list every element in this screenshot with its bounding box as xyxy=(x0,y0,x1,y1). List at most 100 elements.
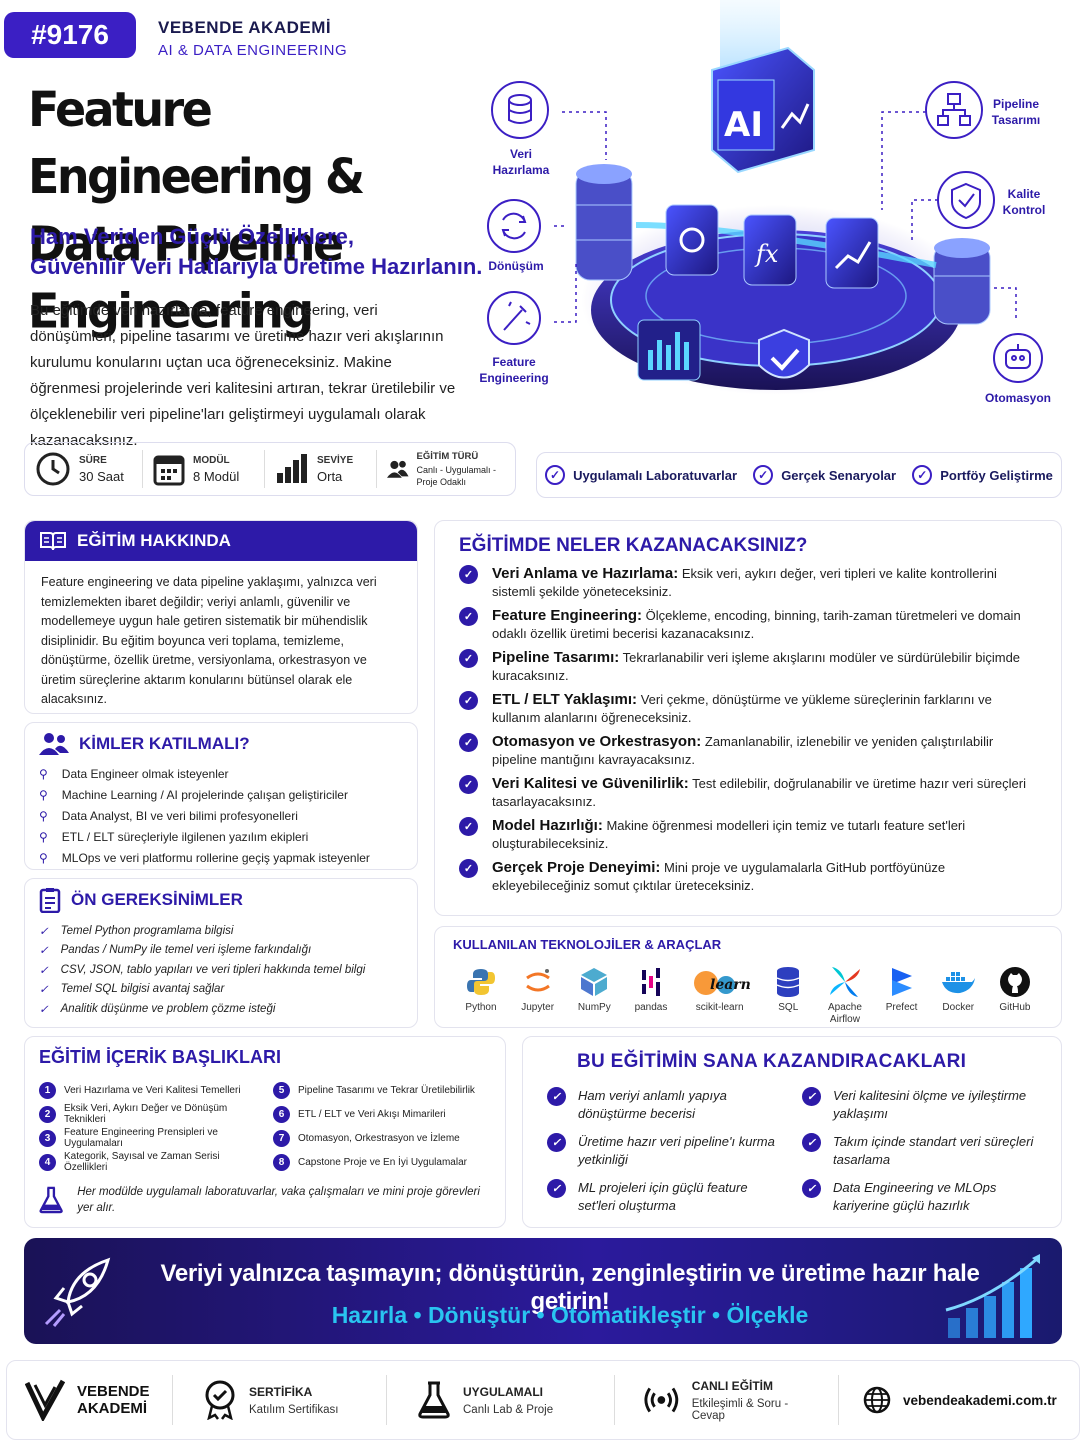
check-circle-icon: ✓ xyxy=(802,1087,821,1106)
check-circle-icon: ✓ xyxy=(547,1087,566,1106)
prefect-icon xyxy=(891,968,912,996)
outcome-item: ✓Pipeline Tasarımı: Tekrarlanabilir veri… xyxy=(459,649,1037,685)
person-icon: ⚲ xyxy=(39,850,48,865)
learning-outcomes-section: EĞİTİMDE NELER KAZANACAKSINIZ? ✓Veri Anl… xyxy=(434,520,1062,916)
numpy-icon xyxy=(581,968,608,996)
hero-illustration: fx AI xyxy=(476,0,1086,440)
check-circle-icon: ✓ xyxy=(459,817,478,836)
benefits-header: BU EĞİTİMİN SANA KAZANDIRACAKLARI xyxy=(577,1051,967,1072)
open-book-icon xyxy=(40,532,66,551)
benefit-item: ✓Veri kalitesini ölçme ve iyileştirme ya… xyxy=(802,1087,1037,1123)
check-circle-icon: ✓ xyxy=(459,733,478,752)
curriculum-header: EĞİTİM İÇERİK BAŞLIKLARI xyxy=(39,1047,281,1067)
check-icon: ✓ xyxy=(39,1003,49,1016)
about-section: EĞİTİM HAKKINDA Feature engineering ve d… xyxy=(24,520,418,714)
banner-headline: Veriyi yalnızca taşımayın; dönüştürün, z… xyxy=(160,1260,980,1315)
prerequisite-item: ✓CSV, JSON, tablo yapıları ve veri tiple… xyxy=(39,963,366,977)
pill-labs: ✓Uygulamalı Laboratuvarlar xyxy=(545,465,737,485)
check-circle-icon: ✓ xyxy=(753,465,774,485)
technologies-header: KULLANILAN TEKNOLOJİLER & ARAÇLAR xyxy=(453,937,722,952)
outcome-item: ✓Feature Engineering: Ölçekleme, encodin… xyxy=(459,607,1037,643)
step-label-quality: Kalite Kontrol xyxy=(1002,187,1046,217)
sql-database-icon xyxy=(776,967,800,997)
technologies-section: KULLANILAN TEKNOLOJİLER & ARAÇLAR Python… xyxy=(434,926,1062,1028)
globe-icon xyxy=(863,1386,891,1414)
tool-sql: SQL xyxy=(760,962,816,1026)
person-icon: ⚲ xyxy=(39,787,48,802)
outcome-item: ✓ETL / ELT Yaklaşımı: Veri çekme, dönüşt… xyxy=(459,691,1037,727)
check-circle-icon: ✓ xyxy=(459,649,478,668)
group-icon xyxy=(39,733,69,755)
step-label-pipeline: Pipeline Tasarımı xyxy=(991,97,1041,127)
check-circle-icon: ✓ xyxy=(547,1179,566,1198)
benefits-section: BU EĞİTİMİN SANA KAZANDIRACAKLARI ✓Ham v… xyxy=(522,1036,1062,1228)
outcome-item: ✓Model Hazırlığı: Makine öğrenmesi model… xyxy=(459,817,1037,853)
svg-text:fx: fx xyxy=(754,240,779,268)
prerequisite-item: ✓Temel SQL bilgisi avantaj sağlar xyxy=(39,983,225,997)
prerequisite-item: ✓Pandas / NumPy ile temel veri işleme fa… xyxy=(39,944,312,958)
growth-bars-icon xyxy=(945,1254,1040,1338)
vebende-logo-icon xyxy=(25,1379,65,1421)
step-label-feature: Feature Engineering xyxy=(479,355,549,385)
tool-docker: Docker xyxy=(930,962,986,1026)
prerequisites-section: ÖN GEREKSİNİMLER ✓Temel Python programla… xyxy=(24,878,418,1028)
benefit-item: ✓Data Engineering ve MLOps kariyerine gü… xyxy=(802,1179,1037,1215)
docker-icon xyxy=(942,972,976,994)
pill-scenarios: ✓Gerçek Senaryolar xyxy=(753,465,896,485)
track-name: AI & DATA ENGINEERING xyxy=(158,42,348,59)
check-icon: ✓ xyxy=(39,964,49,977)
about-header: EĞİTİM HAKKINDA xyxy=(25,521,417,561)
jupyter-icon xyxy=(525,969,550,992)
footer-website[interactable]: vebendeakademi.com.tr xyxy=(839,1375,1079,1425)
audience-item: ⚲ETL / ELT süreçleriyle ilgilenen yazılı… xyxy=(39,829,309,844)
check-circle-icon: ✓ xyxy=(459,775,478,794)
tool-pandas: pandas xyxy=(623,962,679,1026)
check-circle-icon: ✓ xyxy=(459,565,478,584)
pandas-icon xyxy=(641,968,660,996)
rocket-icon xyxy=(44,1257,111,1327)
clock-icon xyxy=(36,452,70,486)
calendar-icon xyxy=(153,455,185,486)
intro-paragraph: Bu eğitimde veri hazırlama, feature engi… xyxy=(30,302,456,449)
benefit-item: ✓Takım içinde standart veri süreçleri ta… xyxy=(802,1133,1037,1169)
banner-tagline: Hazırla • Dönüştür • Otomatikleştir • Öl… xyxy=(331,1302,809,1328)
magic-wand-icon xyxy=(503,305,527,331)
benefit-item: ✓ML projeleri için güçlü feature set'ler… xyxy=(547,1179,782,1215)
page-subtitle: Ham Veriden Güçlü Özelliklere, Güvenilir… xyxy=(30,224,483,279)
tool-jupyter: Jupyter xyxy=(510,962,566,1026)
checklist-icon xyxy=(39,888,61,913)
step-label-automation: Otomasyon xyxy=(984,391,1051,405)
check-circle-icon: ✓ xyxy=(459,859,478,878)
check-circle-icon: ✓ xyxy=(547,1133,566,1152)
check-circle-icon: ✓ xyxy=(802,1133,821,1152)
website-link[interactable]: vebendeakademi.com.tr xyxy=(903,1392,1057,1408)
growth-chart-icon xyxy=(834,241,872,270)
tool-numpy: NumPy xyxy=(566,962,622,1026)
audience-item: ⚲MLOps ve veri platformu rollerine geçiş… xyxy=(39,850,370,865)
check-circle-icon: ✓ xyxy=(802,1179,821,1198)
prerequisite-item: ✓Analitik düşünme ve problem çözme isteğ… xyxy=(39,1002,276,1016)
check-icon: ✓ xyxy=(39,984,49,997)
about-text: Feature engineering ve data pipeline yak… xyxy=(41,575,377,706)
audience-item: ⚲Data Analyst, BI ve veri bilimi profesy… xyxy=(39,808,298,823)
tool-prefect: Prefect xyxy=(874,962,930,1026)
check-icon: ✓ xyxy=(39,945,49,958)
quality-shield-icon xyxy=(951,182,981,220)
shield-check-icon xyxy=(758,328,810,379)
airflow-icon xyxy=(829,967,860,997)
live-broadcast-icon xyxy=(644,1387,679,1413)
